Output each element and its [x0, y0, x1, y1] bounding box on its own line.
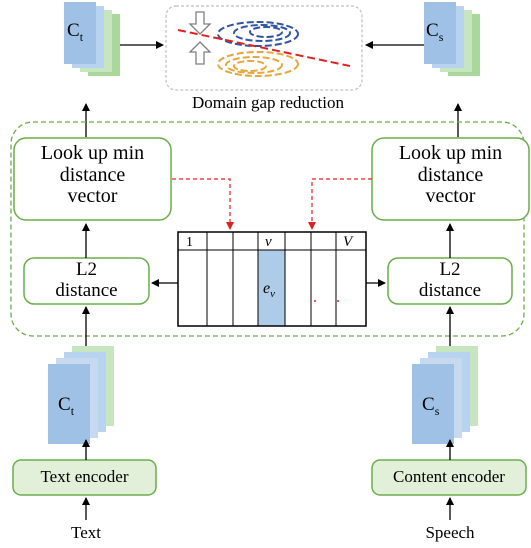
- text-distribution-mid: [225, 56, 283, 74]
- content-encoder-label: Content encoder: [393, 467, 505, 486]
- codebook-highlight-column: [258, 250, 285, 326]
- left-lookup-box: [13, 137, 172, 221]
- speech-distribution-outer: [217, 21, 299, 47]
- bottom-speech-stack-label: Cs: [422, 394, 440, 418]
- codebook-header-1: 1: [186, 235, 193, 250]
- codebook-header-v: v: [265, 234, 272, 250]
- codebook-table: 1 v V ev: [177, 231, 367, 327]
- right-l2-label: L2 distance: [418, 259, 482, 301]
- speech-input-label: Speech: [425, 523, 475, 542]
- text-encoder-label: Text encoder: [40, 467, 129, 486]
- left-lookup-to-codebook-arrow: [172, 178, 234, 230]
- domain-gap-box: [165, 5, 363, 91]
- text-encoder-box: [12, 459, 157, 496]
- right-lookup-to-codebook-arrow: [308, 178, 372, 230]
- top-text-stack-label: Ct: [67, 20, 84, 44]
- content-encoder-box: [371, 459, 527, 496]
- codebook-header-V: V: [343, 234, 354, 250]
- speech-distribution-inner: [249, 26, 283, 38]
- domain-gap-caption: Domain gap reduction: [191, 93, 344, 112]
- top-text-feature-stack: [64, 2, 120, 76]
- right-lookup-label: Look up min distance vector: [398, 142, 503, 208]
- left-l2-label: L2 distance: [55, 259, 118, 301]
- bottom-text-feature-stack: [48, 346, 114, 444]
- top-speech-feature-stack: [424, 2, 480, 76]
- text-input-label: Text: [71, 523, 101, 542]
- down-hollow-arrow-icon: [188, 11, 212, 35]
- decision-boundary-line: [177, 29, 351, 67]
- bottom-speech-feature-stack: [412, 346, 478, 444]
- bottom-text-stack-label: Ct: [58, 394, 75, 418]
- top-speech-stack-label: Cs: [426, 20, 444, 44]
- text-distribution-inner: [233, 60, 267, 72]
- speech-distribution-mid: [233, 24, 291, 42]
- quantization-region: [10, 121, 525, 337]
- up-hollow-arrow-icon: [188, 41, 212, 65]
- text-distribution-outer: [217, 51, 299, 77]
- left-lookup-label: Look up min distance vector: [40, 142, 145, 208]
